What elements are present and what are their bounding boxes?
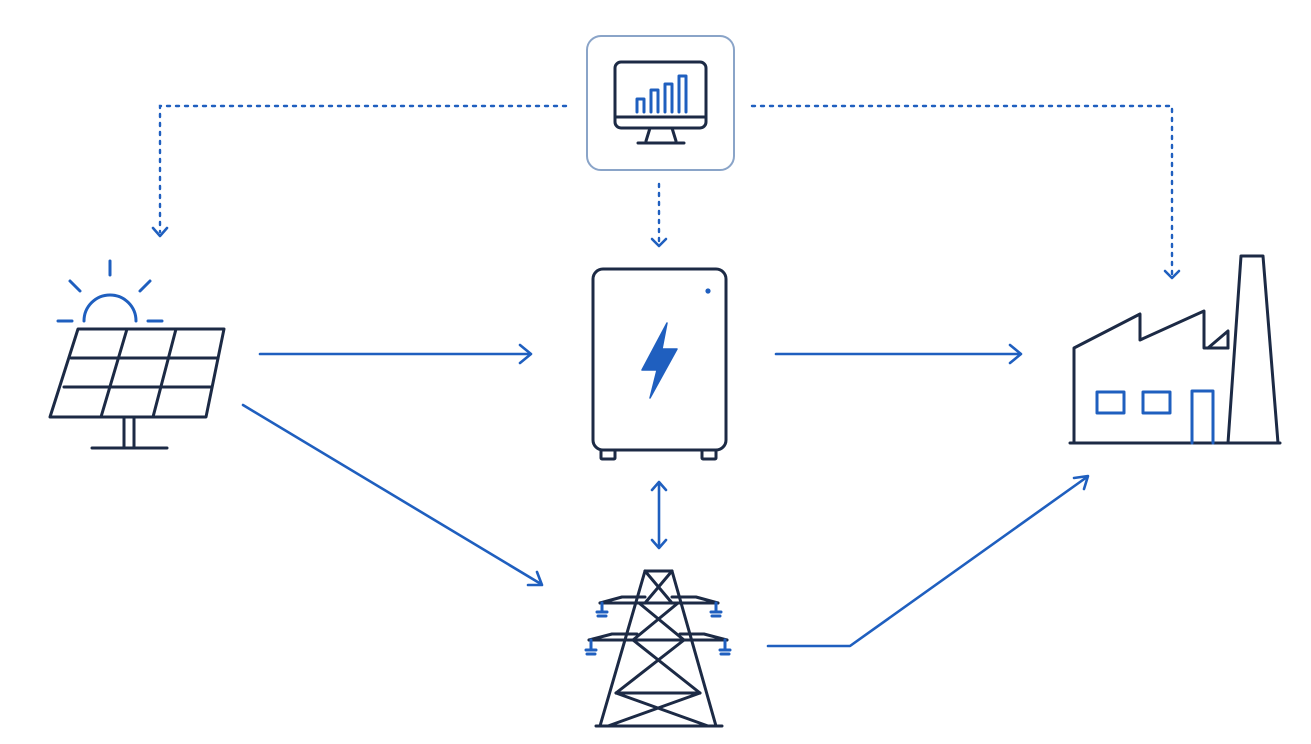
edge-battery-to-factory xyxy=(774,343,1023,365)
battery-storage-node xyxy=(591,267,728,461)
edge-monitor-to-battery xyxy=(650,182,668,248)
lightning-bolt-icon xyxy=(641,322,678,399)
grid-node xyxy=(584,569,732,728)
status-led-icon xyxy=(705,288,711,294)
solar-panel-icon xyxy=(48,327,226,450)
monitoring-frame xyxy=(586,35,735,171)
edge-monitor-to-solar xyxy=(151,104,568,238)
monitoring-screen-icon xyxy=(613,60,708,145)
factory-node xyxy=(1068,254,1282,445)
edge-solar-to-battery xyxy=(258,343,533,365)
sun-icon xyxy=(56,259,164,323)
edge-battery-grid-bidirectional xyxy=(650,480,668,550)
edge-monitor-to-factory xyxy=(750,104,1181,280)
edge-solar-to-grid xyxy=(241,403,544,587)
monitoring-station-node xyxy=(586,35,735,171)
battery-storage-icon xyxy=(591,267,728,461)
factory-icon xyxy=(1068,254,1282,445)
insulator-icons xyxy=(584,601,732,656)
transmission-tower-icon xyxy=(584,569,732,728)
edge-grid-to-factory xyxy=(766,474,1090,648)
solar-panel-node xyxy=(48,259,226,450)
